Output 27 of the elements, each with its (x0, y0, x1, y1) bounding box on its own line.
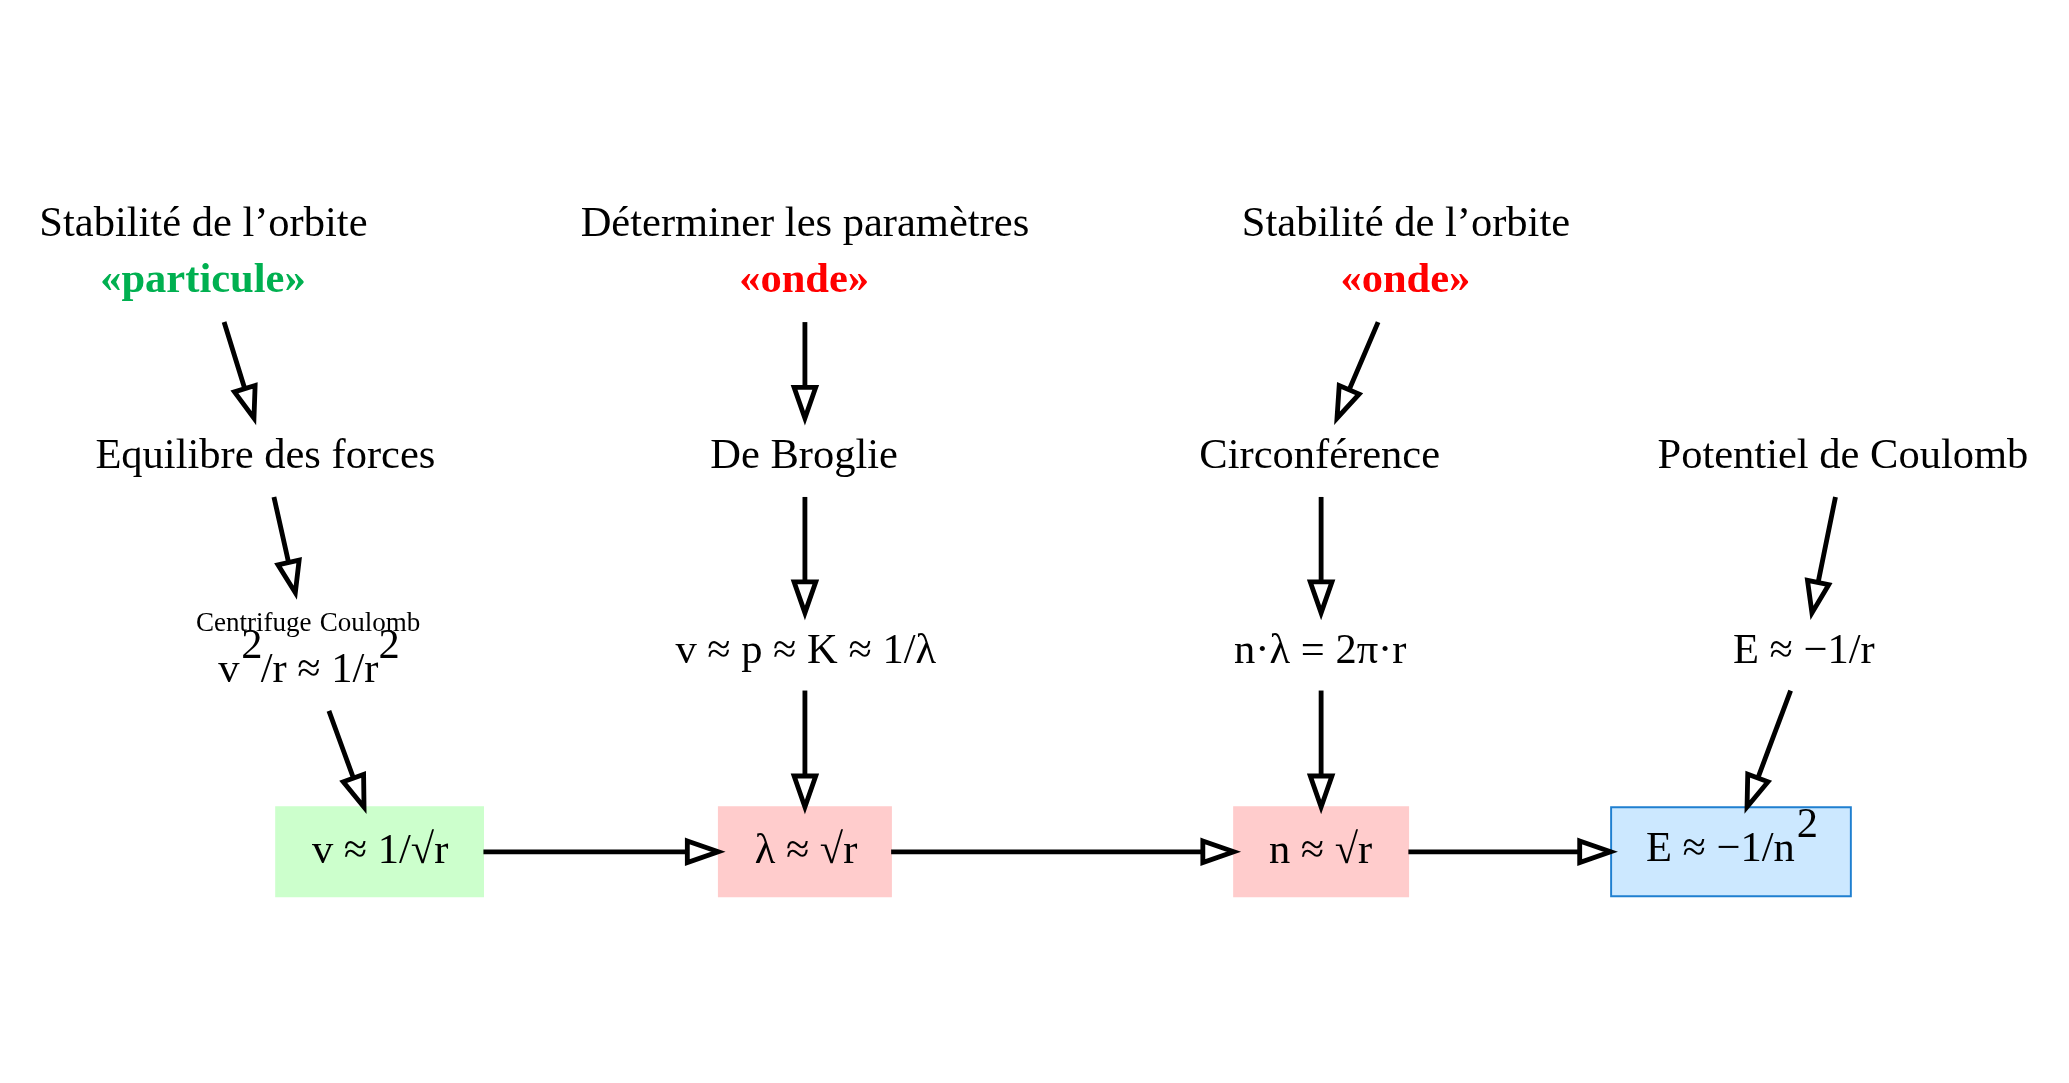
node-text: Stabilité de l’orbite «particule» (39, 198, 368, 302)
node-box: n ≈ √r (1233, 806, 1410, 898)
node-text: Circonférence (1199, 430, 1441, 478)
node-text: Déterminer les paramètres «onde» (580, 198, 1030, 302)
arrow (790, 690, 820, 815)
arrow (326, 710, 367, 815)
node-text: De Broglie (710, 430, 898, 478)
arrow (790, 322, 820, 426)
node-box: λ ≈ √r (717, 806, 892, 898)
node-text: Potentiel de Coulomb (1657, 430, 2029, 478)
node-text: Equilibre des forces (95, 430, 436, 478)
arrow (1306, 690, 1336, 815)
node-text: E ≈ −1/r (1732, 624, 1875, 672)
arrow (790, 496, 820, 621)
arrow (1334, 321, 1381, 425)
arrow (1744, 689, 1793, 814)
arrow (1804, 496, 1838, 621)
arrow (1306, 496, 1336, 621)
arrow (483, 837, 726, 867)
arrow (271, 496, 302, 600)
node-text: v ≈ p ≈ K ≈ 1/λ (675, 624, 937, 672)
node-box: v ≈ 1/√r (275, 806, 484, 898)
node-text: n·λ = 2π·r (1234, 624, 1407, 672)
arrow (221, 321, 258, 426)
arrow (891, 837, 1242, 867)
node-text: Stabilité de l’orbite «onde» (1241, 198, 1571, 302)
arrow (1408, 837, 1618, 867)
